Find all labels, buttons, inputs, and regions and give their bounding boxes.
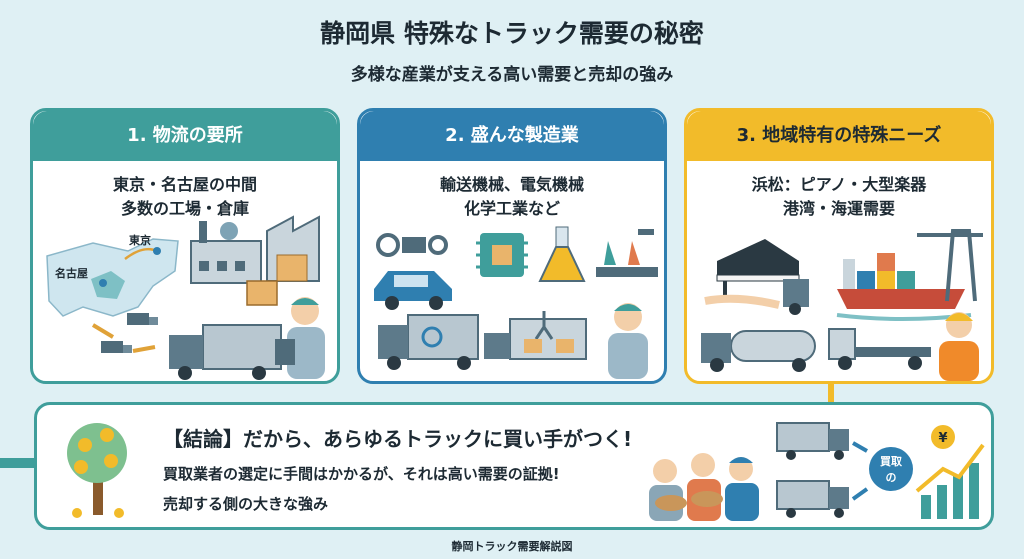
card-special-needs-line2: 港湾・海運需要	[782, 199, 895, 218]
arrow-icon	[91, 323, 115, 339]
card-logistics-description: 東京・名古屋の中間 多数の工場・倉庫	[33, 173, 337, 221]
port-crane-icon	[917, 229, 983, 302]
manufacturing-illustration	[374, 226, 658, 379]
card-special-needs-line1: 浜松：ピアノ・大型楽器	[751, 175, 927, 194]
flask-icon	[538, 226, 586, 282]
conclusion-line1: 買取業者の選定に手間はかかるが、それは高い需要の証拠!	[163, 465, 560, 483]
piano-truck-icon	[783, 279, 809, 315]
growth-chart-icon: ¥	[915, 425, 985, 519]
workers-group-icon	[649, 453, 759, 521]
yen-coin-icon: ¥	[938, 431, 947, 446]
truck-with-gears-icon	[378, 314, 479, 370]
box-truck-icon	[169, 324, 282, 380]
purchase-badge-label: 買取	[880, 455, 902, 468]
card-logistics-heading: 1. 物流の要所	[33, 111, 337, 161]
car-icon	[374, 271, 452, 310]
small-truck-icon	[101, 341, 132, 353]
circuit-chip-icon	[476, 233, 528, 277]
warehouse-icon	[266, 215, 320, 282]
card-logistics-line1: 東京・名古屋の中間	[112, 175, 257, 194]
logistics-illustration: 東京 名古屋	[46, 215, 325, 380]
worker-with-tablet-icon	[275, 297, 325, 379]
factory-worker-icon	[608, 303, 648, 379]
purchase-badge-label2: の	[886, 471, 897, 484]
truck-bottom-icon	[776, 480, 849, 518]
box-icon	[246, 280, 278, 306]
card-manufacturing-heading: 2. 盛んな製造業	[360, 111, 664, 161]
flatbed-truck-icon	[828, 328, 931, 370]
card-logistics-line2: 多数の工場・倉庫	[120, 199, 249, 218]
card-logistics: 1. 物流の要所 東京・名古屋の中間 多数の工場・倉庫 東京 名古屋	[30, 108, 340, 384]
page-title: 静岡県 特殊なトラック需要の秘密	[320, 19, 704, 48]
page-subtitle: 多様な産業が支える高い需要と売却の強み	[350, 65, 674, 85]
conclusion-heading: 【結論】だから、あらゆるトラックに買い手がつく!	[163, 427, 633, 451]
conveyor-lab-icon	[596, 229, 658, 277]
japan-map-icon: 東京 名古屋	[46, 233, 179, 317]
conclusion-line2: 売却する側の大きな強み	[163, 495, 329, 513]
purchase-badge: 買取 の	[869, 447, 913, 491]
container-ship-icon	[836, 253, 972, 321]
factory-icon	[190, 221, 262, 284]
gears-icon	[376, 233, 448, 257]
card-manufacturing-line2: 化学工業など	[463, 199, 560, 218]
map-label-tokyo: 東京	[129, 233, 151, 247]
safety-worker-icon	[939, 312, 979, 381]
card-special-needs: 3. 地域特有の特殊ニーズ 浜松：ピアノ・大型楽器 港湾・海運需要	[684, 108, 994, 384]
money-tree-icon	[67, 423, 127, 518]
conclusion-panel: 買取 の ¥ 【結論】だから、あらゆるトラックに買い手がつく! 買取業者の選定に…	[34, 402, 994, 530]
tanker-truck-icon	[701, 330, 816, 372]
small-truck-icon	[127, 313, 158, 325]
piano-icon	[704, 239, 800, 309]
flow-arrow-icon	[851, 441, 869, 501]
special-needs-illustration	[701, 229, 983, 381]
card-special-needs-description: 浜松：ピアノ・大型楽器 港湾・海運需要	[687, 173, 991, 221]
card-manufacturing-line1: 輸送機械、電気機械	[439, 175, 584, 194]
conclusion-illustration: 買取 の ¥	[67, 422, 985, 521]
assembly-line-icon	[484, 311, 587, 360]
card-manufacturing: 2. 盛んな製造業 輸送機械、電気機械 化学工業など	[357, 108, 667, 384]
card-manufacturing-description: 輸送機械、電気機械 化学工業など	[360, 173, 664, 221]
truck-top-icon	[776, 422, 849, 460]
card-special-needs-heading: 3. 地域特有の特殊ニーズ	[687, 111, 991, 161]
connector-line	[828, 384, 834, 402]
map-label-nagoya: 名古屋	[55, 266, 88, 280]
footer-caption: 静岡トラック需要解説図	[451, 540, 573, 553]
arrow-icon	[132, 345, 156, 353]
